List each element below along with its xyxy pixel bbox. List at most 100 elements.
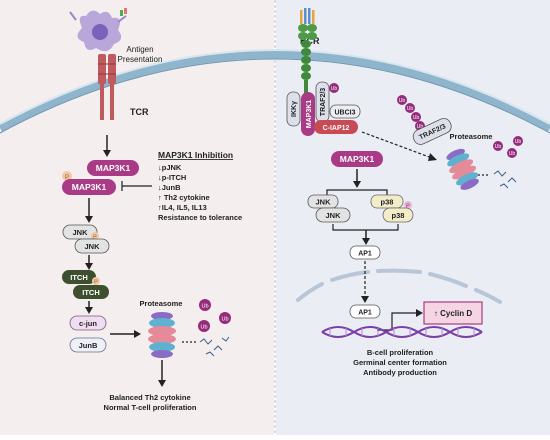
right-outcome-2: Germinal center formation: [353, 358, 447, 367]
ubiquitin-circle: [405, 103, 415, 113]
cyclin-d-box: [423, 301, 483, 325]
tcr-label: TCR: [130, 107, 149, 117]
phospho-label: P: [93, 235, 97, 241]
arrowhead: [362, 238, 370, 245]
arrowhead: [361, 296, 369, 303]
degraded-peptides-icon: [199, 336, 230, 357]
ub-label: Ub: [413, 115, 420, 121]
ub-label: Ub: [221, 317, 228, 323]
phospho-label: P: [406, 204, 410, 210]
ubiquitin-circle: [329, 83, 339, 93]
arrowhead: [103, 150, 111, 157]
ubci3-label: UBCI3: [334, 110, 355, 117]
cell-membrane: [0, 49, 550, 134]
ikky-oval: [286, 91, 301, 127]
itch-label-1: ITCH: [70, 273, 88, 282]
ubiquitin-circle: [507, 148, 517, 158]
inhibition-item-3: ↓JunB: [158, 183, 181, 192]
dashed-arrow-to-proteasome: [361, 131, 433, 159]
ub-label: Ub: [407, 106, 414, 112]
cyclin-d-label: ↑ Cyclin D: [434, 309, 472, 318]
p38-oval-2: [382, 207, 414, 223]
ub-label: Ub: [509, 151, 516, 157]
bcr-receptor-icon: [298, 8, 317, 98]
ubiquitin-circle: [513, 136, 523, 146]
cjun-oval: [69, 315, 107, 331]
junb-label: JunB: [79, 341, 98, 350]
ubiquitin-circle: [199, 299, 211, 311]
phospho-label: P: [94, 280, 98, 286]
cjun-label: c-jun: [79, 319, 97, 328]
arrowhead: [134, 330, 141, 338]
p38-oval-1: [370, 194, 404, 209]
arrowhead: [428, 153, 437, 161]
antigen-presenting-cell-icon: [69, 8, 127, 52]
jnk-oval-2: [74, 238, 110, 254]
right-outcome-1: B-cell proliferation: [367, 348, 434, 357]
jnk-label-2: JNK: [84, 242, 100, 251]
proteasome-label-right: Proteasome: [450, 132, 493, 141]
traf23-free-oval: [412, 118, 452, 145]
ap1-oval-lower: [349, 304, 381, 319]
map3k1-vertical-label: MAP3K1: [306, 100, 313, 129]
ap1-label-top: AP1: [358, 251, 372, 258]
ub-label: Ub: [201, 304, 208, 310]
inhibition-title: MAP3K1 Inhibition: [158, 150, 233, 160]
jnk-label-right-1: JNK: [315, 198, 331, 207]
ub-label: Ub: [417, 124, 424, 130]
p38-label-2: p38: [392, 211, 405, 220]
ub-label: Ub: [399, 98, 406, 104]
arrowhead: [85, 307, 93, 314]
ub-label: Ub: [495, 144, 502, 150]
itch-oval-1: [62, 270, 96, 284]
proteasome-icon: [446, 148, 479, 190]
jnk-label-1: JNK: [72, 228, 88, 237]
ubiquitin-circle: [219, 312, 231, 324]
phospho-badge: [92, 277, 100, 285]
map3k1-p-label: MAP3K1: [72, 182, 107, 192]
dna-helix-icon: [321, 326, 483, 338]
proteasome-icon: [148, 312, 176, 358]
right-outcome-3: Antibody production: [363, 368, 437, 377]
inhibition-item-2: ↓p-ITCH: [158, 173, 186, 182]
ub-label: Ub: [515, 139, 522, 145]
jnk-oval-right-2: [315, 207, 351, 223]
junb-oval: [69, 337, 107, 353]
ubiquitin-circle: [493, 141, 503, 151]
map3k1-right-label: MAP3K1: [340, 154, 375, 164]
bcr-label: BCR: [300, 36, 320, 46]
map3k1-top-label: MAP3K1: [96, 163, 131, 173]
inhibition-item-6: Resistance to tolerance: [158, 213, 242, 222]
map3k1-top-oval: [87, 160, 139, 176]
inhibition-item-4: ↑ Th2 cytokine: [158, 193, 210, 202]
proteasome-label-left: Proteasome: [140, 299, 183, 308]
arrowhead: [353, 181, 361, 188]
map3k1-vertical-oval: [301, 92, 315, 136]
arrowhead: [85, 263, 93, 270]
phospho-badge: [62, 171, 72, 181]
inhibition-item-1: ↓pJNK: [158, 163, 182, 172]
phospho-badge: [404, 201, 412, 209]
itch-label-2: ITCH: [82, 288, 100, 297]
map3k1-p-oval: [62, 179, 116, 195]
phospho-label: P: [65, 175, 69, 181]
p38-label-1: p38: [381, 198, 394, 207]
ikky-label: IKKγ: [291, 101, 298, 117]
ubci3-oval: [329, 104, 361, 119]
ubiquitin-circle: [397, 95, 407, 105]
inhibition-item-5: ↑IL4, IL5, IL13: [158, 203, 207, 212]
tcr-receptor-icon: [98, 54, 116, 120]
arrowhead: [158, 380, 166, 387]
ap1-oval-top: [349, 245, 381, 260]
itch-oval-2: [73, 285, 109, 299]
ub-label: Ub: [200, 325, 207, 331]
ciap12-oval: [314, 120, 358, 134]
degraded-peptides-icon: [493, 170, 517, 189]
jnk-label-right-2: JNK: [325, 211, 341, 220]
ciap12-label: C-IAP12: [323, 125, 350, 132]
map3k1-right-oval: [331, 151, 383, 167]
arrowhead: [85, 216, 93, 223]
traf23-vertical-label: TRAF2/3: [320, 88, 327, 117]
